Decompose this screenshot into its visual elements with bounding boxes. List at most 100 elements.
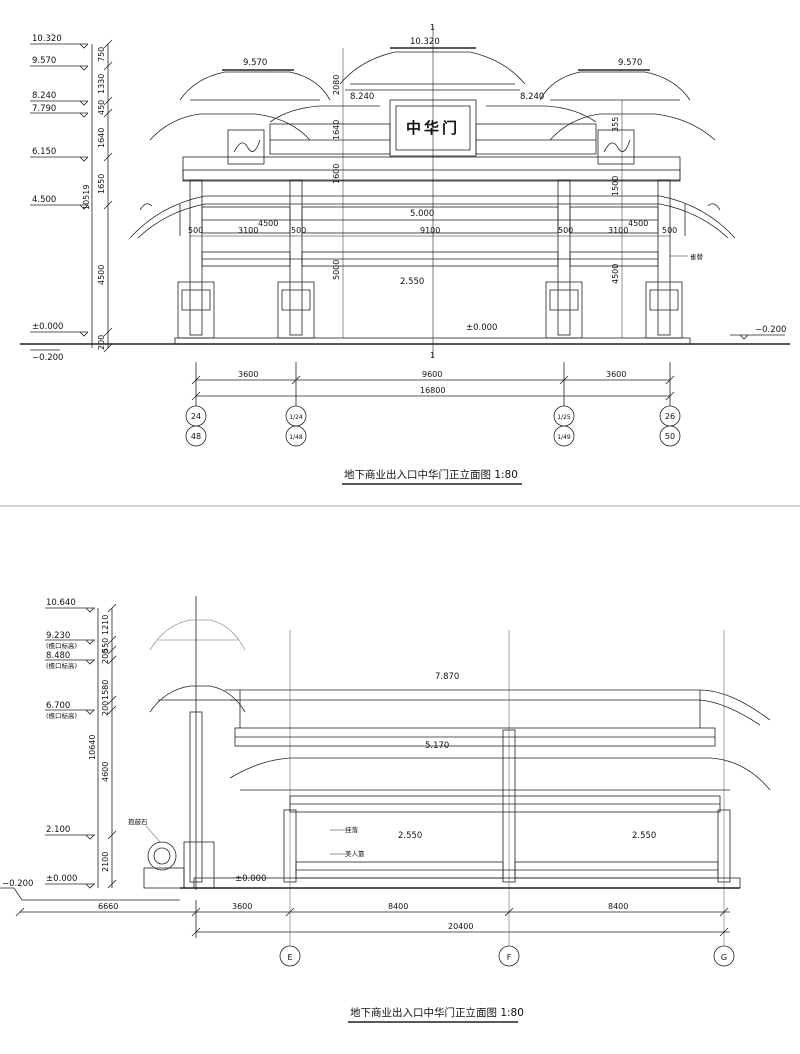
front-level-4500: 4.500 — [32, 195, 56, 205]
front-axis-bubbles — [185, 400, 681, 447]
front-cut-marker-top: 1 — [430, 23, 435, 32]
side-drum-stone — [143, 841, 215, 889]
front-vdim-200: 200 — [97, 335, 106, 350]
front-lower-eave — [129, 195, 736, 239]
side-tower-roof — [149, 685, 246, 883]
side-level-0000: ±0.000 — [46, 874, 77, 884]
side-lower-roof — [229, 757, 771, 813]
front-top-level: 10.320 — [410, 37, 440, 47]
side-lower-level-left: 2.550 — [398, 831, 422, 841]
front-bdim-9600: 9600 — [422, 370, 442, 379]
front-vdim-1640: 1640 — [97, 128, 106, 148]
front-vdim-10519: 10519 — [82, 185, 91, 210]
front-bottom-dims — [191, 362, 675, 401]
plaque-text: 中华门 — [406, 119, 460, 137]
front-cut-marker-bottom: 1 — [430, 351, 435, 360]
front-ground-level: ±0.000 — [466, 323, 497, 333]
front-note-queti: 雀替 — [690, 252, 704, 261]
span-5: 9100 — [420, 226, 440, 235]
front-bdim-3600-left: 3600 — [238, 370, 258, 379]
front-beam-level: 5.000 — [410, 209, 434, 219]
span-2: 3100 — [238, 226, 258, 235]
side-note-gualuo: 挂落 — [345, 825, 359, 834]
front-vdim-1330: 1330 — [97, 74, 106, 94]
front-axis-1-24: 1/24 — [289, 414, 303, 421]
side-vdim-1210: 1210 — [101, 615, 110, 635]
side-lower-level-right: 2.550 — [632, 831, 656, 841]
side-bdim-8400-b: 8400 — [608, 902, 628, 911]
front-level-7790: 7.790 — [32, 104, 56, 114]
front-level-10320: 10.320 — [32, 34, 62, 44]
front-axis-1-25: 1/25 — [557, 414, 571, 421]
span-4: 500 — [291, 226, 306, 235]
side-total-dim: 20400 — [448, 922, 473, 931]
side-axis-e: E — [287, 953, 292, 962]
side-level-8480-note: (檐口标高) — [46, 661, 77, 670]
front-base-plinth — [174, 337, 691, 345]
front-vertical-dim-chain — [91, 39, 113, 353]
front-axis-24: 24 — [191, 412, 201, 421]
side-left-levels — [45, 607, 95, 889]
front-level-right: −0.200 — [755, 325, 786, 335]
front-mid-left-level: 8.240 — [350, 92, 374, 102]
left-dragon-panel — [227, 129, 265, 165]
front-level-6150: 6.150 — [32, 147, 56, 157]
front-left-top-level: 9.570 — [243, 58, 267, 68]
front-inner-1500: 1500 — [611, 176, 620, 196]
side-columns — [283, 630, 731, 946]
front-left-levels — [30, 43, 89, 351]
front-side-upper-roofs — [179, 69, 691, 101]
right-dragon-panel — [597, 129, 635, 165]
side-vdim-4600: 4600 — [101, 762, 110, 782]
front-vdim-750: 750 — [97, 47, 106, 62]
side-bottom-dims — [15, 900, 730, 938]
front-inner-2080: 2080 — [332, 75, 341, 95]
side-axis-f: F — [507, 953, 512, 962]
front-bdim-3600-right: 3600 — [606, 370, 626, 379]
front-axis-48: 48 — [191, 432, 201, 441]
front-inner-4500: 4500 — [611, 264, 620, 284]
side-level-10640: 10.640 — [46, 598, 76, 608]
span-3: 4500 — [258, 219, 278, 228]
front-lattice-band — [201, 206, 659, 267]
front-total-dim: 16800 — [420, 386, 445, 395]
side-roof-level: 7.870 — [435, 672, 459, 682]
front-level-m0200: −0.200 — [32, 353, 63, 363]
side-vertical-dim-chain — [97, 603, 117, 889]
side-level-m0200: −0.200 — [2, 879, 33, 889]
side-ground-step — [0, 887, 180, 901]
front-axis-50: 50 — [665, 432, 675, 441]
front-center-roof — [339, 47, 526, 91]
front-level-8240: 8.240 — [32, 91, 56, 101]
front-inner-355: 355 — [611, 117, 620, 132]
front-axis-26: 26 — [665, 412, 675, 421]
side-drawing-title: 地下商业出入口中华门正立面图 1:80 — [350, 1006, 524, 1019]
side-eave-level: 5.170 — [425, 741, 449, 751]
side-level-9230-note: (檐口标高) — [46, 641, 77, 650]
front-lower-level: 2.550 — [400, 277, 424, 287]
front-level-9570: 9.570 — [32, 56, 56, 66]
front-right-top-level: 9.570 — [618, 58, 642, 68]
span-7: 3100 — [608, 226, 628, 235]
side-vdim-2100: 2100 — [101, 852, 110, 872]
side-level-2100: 2.100 — [46, 825, 70, 835]
side-upper-roof — [225, 689, 771, 747]
side-axis-bubbles — [279, 945, 735, 967]
side-level-6700: 6.700 — [46, 701, 70, 711]
span-8: 4500 — [628, 219, 648, 228]
front-inner-5000: 5000 — [332, 260, 341, 280]
side-vdim-1580: 1580 — [101, 680, 110, 700]
side-level-9230: 9.230 — [46, 631, 70, 641]
front-mid-right-level: 8.240 — [520, 92, 544, 102]
side-bdim-6660: 6660 — [98, 902, 118, 911]
span-9: 500 — [662, 226, 677, 235]
span-6: 500 — [558, 226, 573, 235]
front-elevation-panel: 10.320 9.570 8.240 7.790 6.150 4.500 ±0.… — [20, 23, 790, 485]
right-bracket-band — [475, 123, 597, 155]
front-vdim-4500: 4500 — [97, 265, 106, 285]
left-bracket-band — [269, 123, 391, 155]
side-elevation-panel: 10.640 9.230 (檐口标高) 8.480 (檐口标高) 6.700 (… — [0, 596, 771, 1023]
front-inner-1600: 1600 — [332, 164, 341, 184]
front-main-beam — [182, 156, 681, 182]
